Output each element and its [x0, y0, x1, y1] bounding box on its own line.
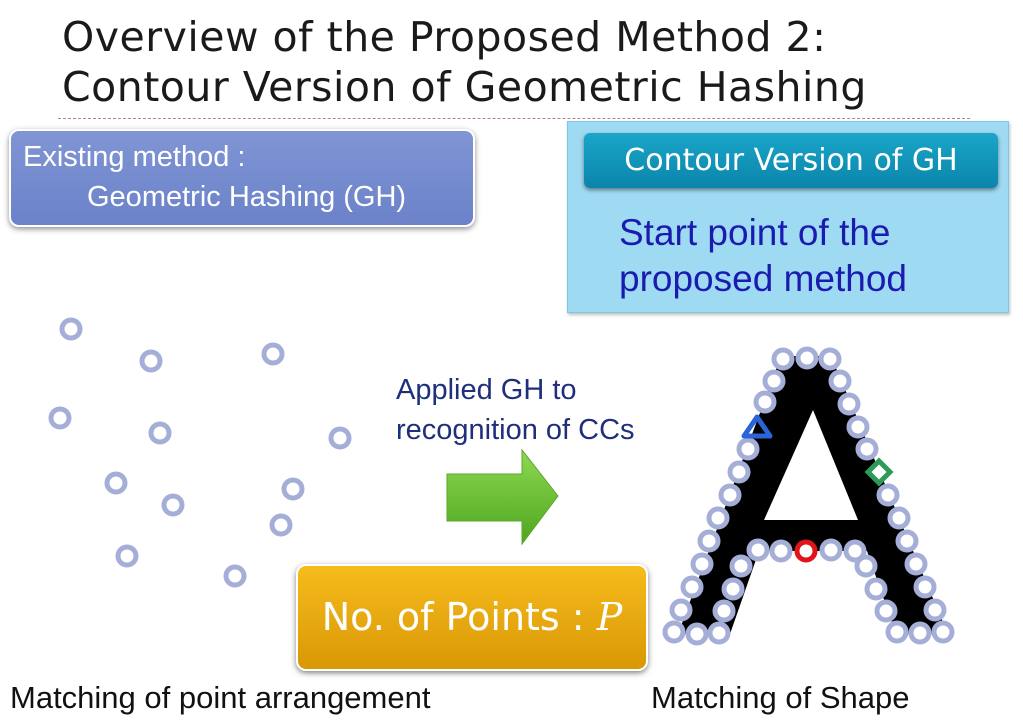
point-ring [281, 477, 305, 501]
circle-marker-icon [794, 539, 818, 563]
point-ring [223, 564, 247, 588]
proposed-method-description: Start point of the proposed method [619, 210, 949, 302]
contour-point [729, 554, 753, 578]
contour-point [876, 483, 900, 507]
contour-point [753, 390, 777, 414]
contour-point [706, 506, 730, 530]
caption-point-arrangement: Matching of point arrangement [10, 680, 431, 715]
contour-point [769, 539, 793, 563]
contour-point [762, 369, 786, 393]
contour-point [712, 599, 736, 623]
point-ring [161, 493, 185, 517]
title-line-1: Overview of the Proposed Method 2: [62, 13, 827, 61]
contour-point [685, 622, 709, 646]
contour-point [843, 539, 867, 563]
contour-point [669, 598, 693, 622]
slide-title: Overview of the Proposed Method 2: Conto… [62, 12, 1002, 112]
number-of-points-box: No. of Points : P [296, 564, 648, 671]
contour-point [885, 620, 909, 644]
arrow-annotation-line-1: Applied GH to [396, 374, 577, 406]
existing-method-label: Existing method : [23, 141, 246, 173]
point-ring [139, 349, 163, 373]
contour-point [908, 621, 932, 645]
contour-point [721, 577, 745, 601]
contour-point [697, 529, 721, 553]
point-ring [115, 544, 139, 568]
contour-point [818, 347, 842, 371]
point-ring [59, 317, 83, 341]
contour-point [854, 554, 878, 578]
contour-point [855, 437, 879, 461]
contour-point [727, 460, 751, 484]
contour-point [931, 620, 955, 644]
proposed-description-line-2: proposed method [619, 258, 907, 299]
contour-point [913, 575, 937, 599]
title-line-2: Contour Version of Geometric Hashing [62, 63, 867, 111]
contour-point [887, 506, 911, 530]
existing-method-name: Geometric Hashing (GH) [87, 181, 407, 213]
diamond-marker-icon [864, 457, 894, 487]
point-ring [104, 471, 128, 495]
contour-point [846, 415, 870, 439]
proposed-method-header: Contour Version of GH [584, 133, 998, 188]
contour-points [662, 346, 955, 646]
proposed-description-line-1: Start point of the [619, 212, 891, 253]
point-arrangement [48, 317, 352, 588]
triangle-marker-icon [741, 414, 773, 439]
number-of-points-label: No. of Points : [321, 595, 585, 639]
point-ring [48, 406, 72, 430]
contour-point [707, 621, 731, 645]
right-arrow-icon [446, 448, 559, 546]
contour-point [828, 369, 852, 393]
caption-shape-matching: Matching of Shape [651, 680, 910, 715]
contour-point [746, 538, 770, 562]
contour-point [690, 552, 714, 576]
contour-point [904, 552, 928, 576]
contour-point [736, 437, 760, 461]
contour-point [874, 599, 898, 623]
contour-point [662, 620, 686, 644]
arrow-annotation: Applied GH to recognition of CCs [396, 370, 635, 450]
point-ring [269, 513, 293, 537]
contour-point [718, 483, 742, 507]
contour-point [819, 538, 843, 562]
contour-point [864, 577, 888, 601]
title-divider [58, 118, 970, 119]
point-ring [148, 421, 172, 445]
contour-point [795, 346, 819, 370]
contour-point [895, 529, 919, 553]
contour-point [837, 392, 861, 416]
contour-point [680, 575, 704, 599]
point-ring [261, 342, 285, 366]
contour-point [923, 598, 947, 622]
arrow-annotation-line-2: recognition of CCs [396, 414, 635, 446]
number-of-points-symbol: P [596, 595, 623, 639]
contour-point [771, 347, 795, 371]
point-ring [328, 426, 352, 450]
existing-method-box: Existing method : Geometric Hashing (GH) [9, 129, 475, 227]
